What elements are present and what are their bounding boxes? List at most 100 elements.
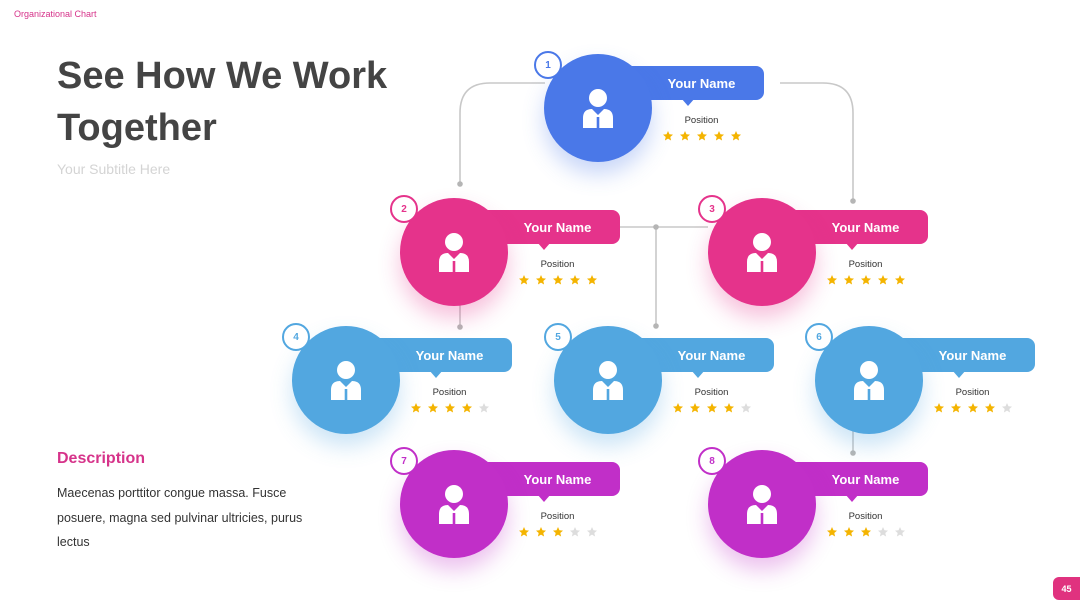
star-empty-icon [586,527,597,537]
star-filled-icon [518,527,529,537]
node-position: Position [684,115,719,126]
star-rating [910,402,1035,414]
node-name: Your Name [523,219,592,235]
banner-pointer [429,370,443,378]
star-filled-icon [662,131,673,141]
node-name: Your Name [831,471,900,487]
star-filled-icon [730,131,741,141]
star-filled-icon [723,403,734,413]
header-label: Organizational Chart [14,9,97,19]
node-number-badge: 6 [805,323,833,351]
star-rating [495,274,620,286]
node-number-badge: 3 [698,195,726,223]
node-number-badge: 1 [534,51,562,79]
star-filled-icon [843,275,854,285]
node-position: Position [694,387,729,398]
connector-dot [850,198,856,204]
node-position: Position [848,511,883,522]
banner-pointer [537,242,551,250]
node-name: Your Name [677,347,746,363]
star-filled-icon [984,403,995,413]
node-number-badge: 5 [544,323,572,351]
node-number-badge: 7 [390,447,418,475]
person-icon [747,485,777,524]
star-empty-icon [1001,403,1012,413]
person-icon [854,361,884,400]
star-rating [649,402,774,414]
connector-1-2 [459,82,545,184]
node-name: Your Name [831,219,900,235]
star-filled-icon [518,275,529,285]
page-subtitle: Your Subtitle Here [57,161,171,177]
star-filled-icon [444,403,455,413]
node-number-badge: 4 [282,323,310,351]
avatar-circle [554,326,662,434]
star-filled-icon [713,131,724,141]
page-title: See How We Work Together [57,55,388,149]
node-position: Position [848,259,883,270]
star-filled-icon [696,131,707,141]
star-filled-icon [552,275,563,285]
node-number-badge: 8 [698,447,726,475]
node-name: Your Name [667,75,736,91]
star-rating [639,130,764,142]
star-filled-icon [933,403,944,413]
banner-pointer [845,494,859,502]
avatar-circle [708,198,816,306]
star-empty-icon [894,527,905,537]
person-icon [331,361,361,400]
connector-dot [457,181,463,187]
connector-dot [653,224,659,230]
star-filled-icon [689,403,700,413]
star-filled-icon [535,527,546,537]
banner-pointer [845,242,859,250]
person-icon [439,485,469,524]
node-name: Your Name [523,471,592,487]
person-icon [747,233,777,272]
star-filled-icon [860,275,871,285]
star-filled-icon [535,275,546,285]
banner-pointer [952,370,966,378]
star-filled-icon [552,527,563,537]
star-filled-icon [860,527,871,537]
connector-dot [850,450,856,456]
star-rating [387,402,512,414]
star-filled-icon [410,403,421,413]
node-position: Position [432,387,467,398]
star-empty-icon [740,403,751,413]
star-empty-icon [569,527,580,537]
description-heading: Description [57,450,146,467]
star-filled-icon [679,131,690,141]
star-filled-icon [461,403,472,413]
node-position: Position [540,511,575,522]
avatar-circle [292,326,400,434]
banner-pointer [537,494,551,502]
banner-pointer [691,370,705,378]
star-rating [803,526,928,538]
node-name: Your Name [415,347,484,363]
node-number-badge: 2 [390,195,418,223]
node-name: Your Name [938,347,1007,363]
star-filled-icon [950,403,961,413]
star-filled-icon [877,275,888,285]
avatar-circle [544,54,652,162]
star-filled-icon [706,403,717,413]
page-number-badge: 45 [1053,577,1080,600]
star-filled-icon [672,403,683,413]
avatar-circle [708,450,816,558]
star-empty-icon [877,527,888,537]
star-rating [803,274,928,286]
connector-dot [457,324,463,330]
person-icon [583,89,613,128]
star-filled-icon [843,527,854,537]
star-filled-icon [826,275,837,285]
star-rating [495,526,620,538]
